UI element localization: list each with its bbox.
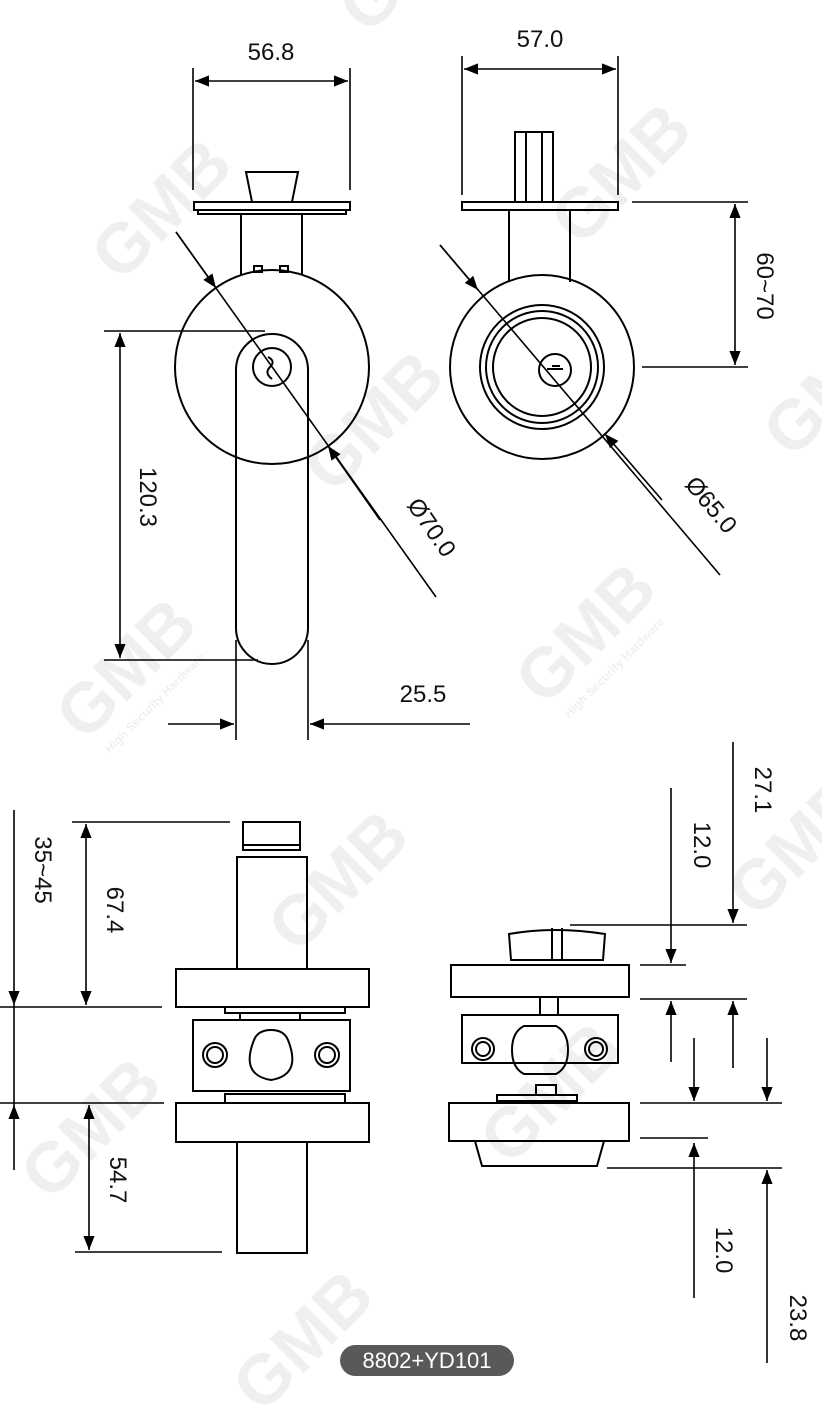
model-number-badge: 8802+YD101	[340, 1345, 514, 1376]
side-lever-view: 35~45 67.4 54.7	[0, 810, 370, 1254]
dim-thumbturn-overall-bottom: 23.8	[784, 1295, 811, 1342]
dim-front-width: 56.8	[248, 39, 295, 66]
svg-text:GMB: GMB	[748, 300, 822, 471]
dim-front-rose-diameter: Ø70.0	[401, 493, 461, 562]
svg-text:GMB: GMB	[253, 795, 424, 966]
dim-upper-projection: 67.4	[101, 887, 128, 934]
svg-text:GMB: GMB	[465, 1007, 636, 1178]
dim-thumbturn-overall-top: 27.1	[749, 767, 776, 814]
svg-text:GMB: GMB	[76, 123, 247, 294]
dim-lever-length: 120.3	[134, 467, 161, 527]
svg-text:GMB: GMB	[5, 1043, 176, 1214]
dim-lever-width: 25.5	[400, 681, 447, 708]
svg-text:GMB: GMB	[323, 0, 494, 47]
svg-text:GMB: GMB	[288, 336, 459, 507]
svg-text:GMB: GMB	[535, 88, 706, 259]
back-rose-view: 57.0 Ø65.0 60~70	[439, 26, 778, 576]
dim-door-thickness: 35~45	[29, 836, 56, 903]
dim-back-rose-diameter: Ø65.0	[679, 471, 742, 538]
dim-back-width: 57.0	[517, 26, 564, 53]
dim-thumbturn-rose-bottom: 12.0	[710, 1227, 737, 1274]
dim-backset: 60~70	[751, 252, 778, 319]
dim-thumbturn-rose-top: 12.0	[688, 822, 715, 869]
side-thumbturn-view: 27.1 12.0 12.0 23.8	[448, 742, 811, 1363]
svg-text:GMB: GMB	[217, 1255, 388, 1413]
dim-lower-projection: 54.7	[104, 1157, 131, 1204]
